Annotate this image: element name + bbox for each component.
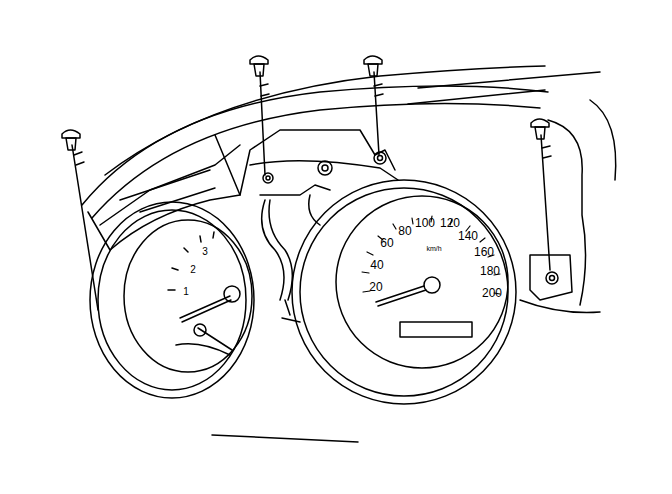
gauge-number: 60	[380, 237, 393, 249]
gauge-number: km/h	[426, 245, 441, 252]
gauge-number: 120	[440, 217, 460, 229]
gauge-number: 100	[415, 217, 435, 229]
gauge-number: 80	[398, 225, 411, 237]
gauge-number: 1	[183, 287, 189, 297]
gauge-number: 40	[370, 259, 383, 271]
gauge-number: 3	[202, 247, 208, 257]
gauge-number: 180	[480, 265, 500, 277]
gauge-number: 2	[190, 265, 196, 275]
gauge-number: 20	[369, 281, 382, 293]
gauge-number: 200	[482, 287, 502, 299]
gauge-number: 140	[458, 230, 478, 242]
gauge-number: 160	[474, 246, 494, 258]
